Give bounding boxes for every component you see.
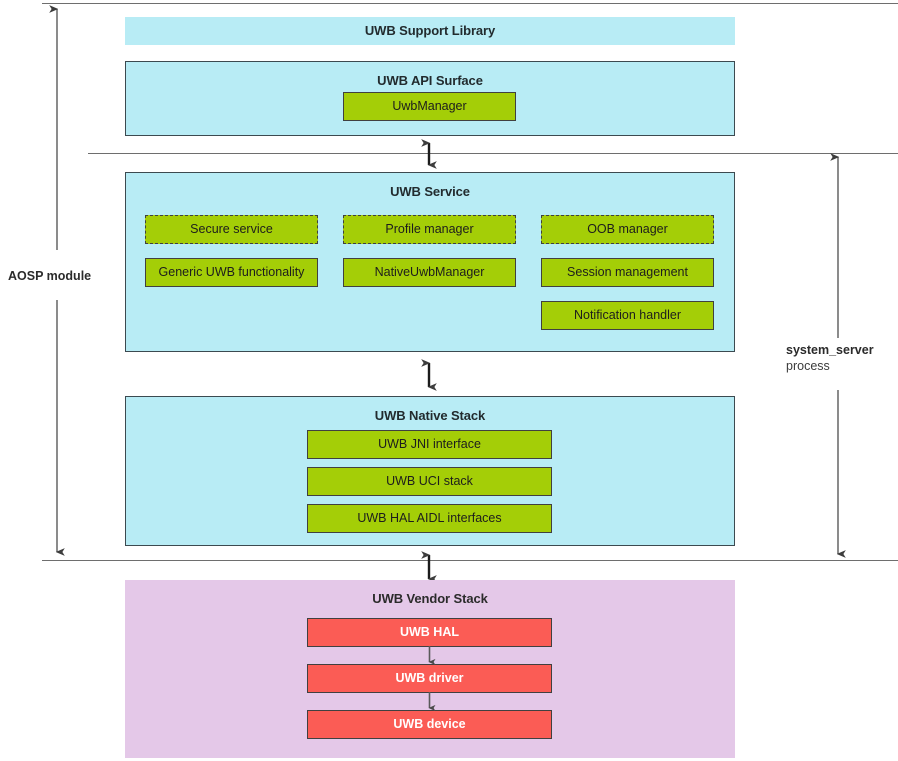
component-uwb-uci-stack-label: UWB UCI stack	[386, 473, 473, 488]
component-profile-manager-label: Profile manager	[385, 221, 474, 236]
aosp-module-bracket	[49, 5, 65, 556]
layer-title-support-library: UWB Support Library	[364, 23, 496, 38]
aosp-module-label-text: AOSP module	[8, 269, 92, 283]
component-session-management[interactable]: Session management	[541, 258, 714, 287]
component-oob-manager-label: OOB manager	[587, 221, 668, 236]
component-generic-uwb-functionality-label: Generic UWB functionality	[158, 264, 305, 279]
arrow-uwb-driver-to-uwb-device	[428, 692, 436, 712]
arrow-native-stack-to-vendor-stack	[421, 551, 437, 583]
layer-title-native-stack: UWB Native Stack	[374, 408, 486, 423]
component-profile-manager[interactable]: Profile manager	[343, 215, 516, 244]
component-uwb-hal-aidl-interfaces-label: UWB HAL AIDL interfaces	[357, 510, 502, 525]
component-uwb-jni-interface-label: UWB JNI interface	[378, 436, 481, 451]
arrow-uwb-hal-to-uwb-driver	[428, 646, 436, 666]
component-native-uwb-manager[interactable]: NativeUwbManager	[343, 258, 516, 287]
component-uwb-hal-aidl-interfaces[interactable]: UWB HAL AIDL interfaces	[307, 504, 552, 533]
component-secure-service[interactable]: Secure service	[145, 215, 318, 244]
component-notification-handler-label: Notification handler	[573, 307, 681, 322]
system-server-bracket	[830, 153, 846, 558]
component-uwb-uci-stack[interactable]: UWB UCI stack	[307, 467, 552, 496]
component-uwb-driver-label: UWB driver	[395, 670, 464, 685]
component-uwb-jni-interface[interactable]: UWB JNI interface	[307, 430, 552, 459]
component-native-uwb-manager-label: NativeUwbManager	[374, 264, 485, 279]
layer-title-api-surface: UWB API Surface	[377, 73, 483, 88]
system-server-label: system_server process	[786, 343, 898, 374]
component-uwb-driver[interactable]: UWB driver	[307, 664, 552, 693]
component-notification-handler[interactable]: Notification handler	[541, 301, 714, 330]
component-uwb-hal-label: UWB HAL	[399, 624, 459, 639]
api-service-boundary-rule	[88, 153, 898, 154]
component-session-management-label: Session management	[567, 264, 688, 279]
system-server-label-line2: process	[786, 358, 830, 373]
component-uwb-device[interactable]: UWB device	[307, 710, 552, 739]
component-uwb-manager[interactable]: UwbManager	[343, 92, 516, 121]
arrow-api-surface-to-service	[421, 139, 437, 169]
top-boundary-rule	[42, 3, 898, 4]
system-server-label-line1: system_server	[786, 343, 874, 357]
layer-uwb-support-library[interactable]: UWB Support Library	[125, 17, 735, 45]
aosp-bottom-boundary-rule	[42, 560, 898, 561]
component-uwb-hal[interactable]: UWB HAL	[307, 618, 552, 647]
layer-title-uwb-service: UWB Service	[390, 184, 470, 199]
component-uwb-device-label: UWB device	[393, 716, 466, 731]
component-generic-uwb-functionality[interactable]: Generic UWB functionality	[145, 258, 318, 287]
component-uwb-manager-label: UwbManager	[392, 98, 467, 113]
aosp-module-label: AOSP module	[8, 269, 118, 285]
layer-title-vendor-stack: UWB Vendor Stack	[372, 591, 488, 606]
arrow-service-to-native-stack	[421, 359, 437, 391]
component-oob-manager[interactable]: OOB manager	[541, 215, 714, 244]
component-secure-service-label: Secure service	[190, 221, 273, 236]
